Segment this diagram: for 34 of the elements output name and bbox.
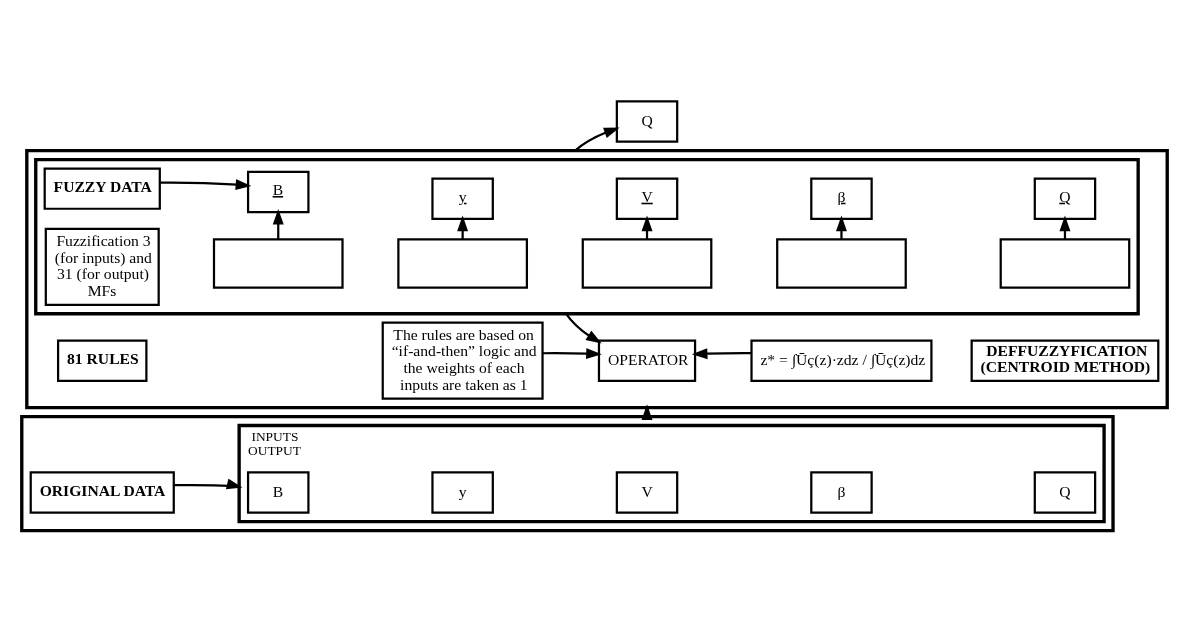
arrow (691, 348, 752, 360)
arrow (174, 478, 243, 490)
node-box: Fuzzification 3 (for inputs) and 31 (for output) MFs (44, 227, 160, 306)
node-box: B (246, 471, 310, 514)
node-box (397, 238, 528, 289)
arrow (160, 179, 252, 191)
node-box: 81 RULES (57, 339, 148, 382)
node-box: y (431, 471, 494, 514)
node-box: V (615, 471, 679, 514)
node-box (776, 238, 907, 289)
cluster (34, 157, 1140, 316)
node-box: Q (615, 100, 679, 143)
node-box: Q (1033, 177, 1097, 220)
node-box: β (810, 471, 873, 514)
arrow (574, 127, 620, 152)
node-box: The rules are based on “if-and-then” logic and the weights of each inputs are taken as 1 (381, 321, 544, 400)
node-box (999, 238, 1131, 289)
node-box: z* = ∫Ūç(z)·zdz / ∫Ūç(z)dz (750, 339, 933, 382)
arrow (542, 348, 602, 360)
arrow (565, 313, 602, 344)
node-box: FUZZY DATA (43, 167, 161, 210)
node-box: V (615, 177, 679, 220)
node-box: Q (1033, 471, 1097, 514)
node-box (212, 238, 344, 289)
node-box: B (246, 170, 310, 214)
node-box: y (431, 177, 494, 220)
node-box (581, 238, 713, 289)
node-box: β (810, 177, 873, 220)
cluster (25, 148, 1169, 410)
node-box: DEFFUZZYFICATION (CENTROID METHOD) (970, 339, 1160, 382)
cluster (20, 414, 1115, 533)
node-box: OPERATOR (597, 339, 697, 382)
arrow (836, 215, 847, 240)
node-box: ORIGINAL DATA (29, 471, 175, 514)
